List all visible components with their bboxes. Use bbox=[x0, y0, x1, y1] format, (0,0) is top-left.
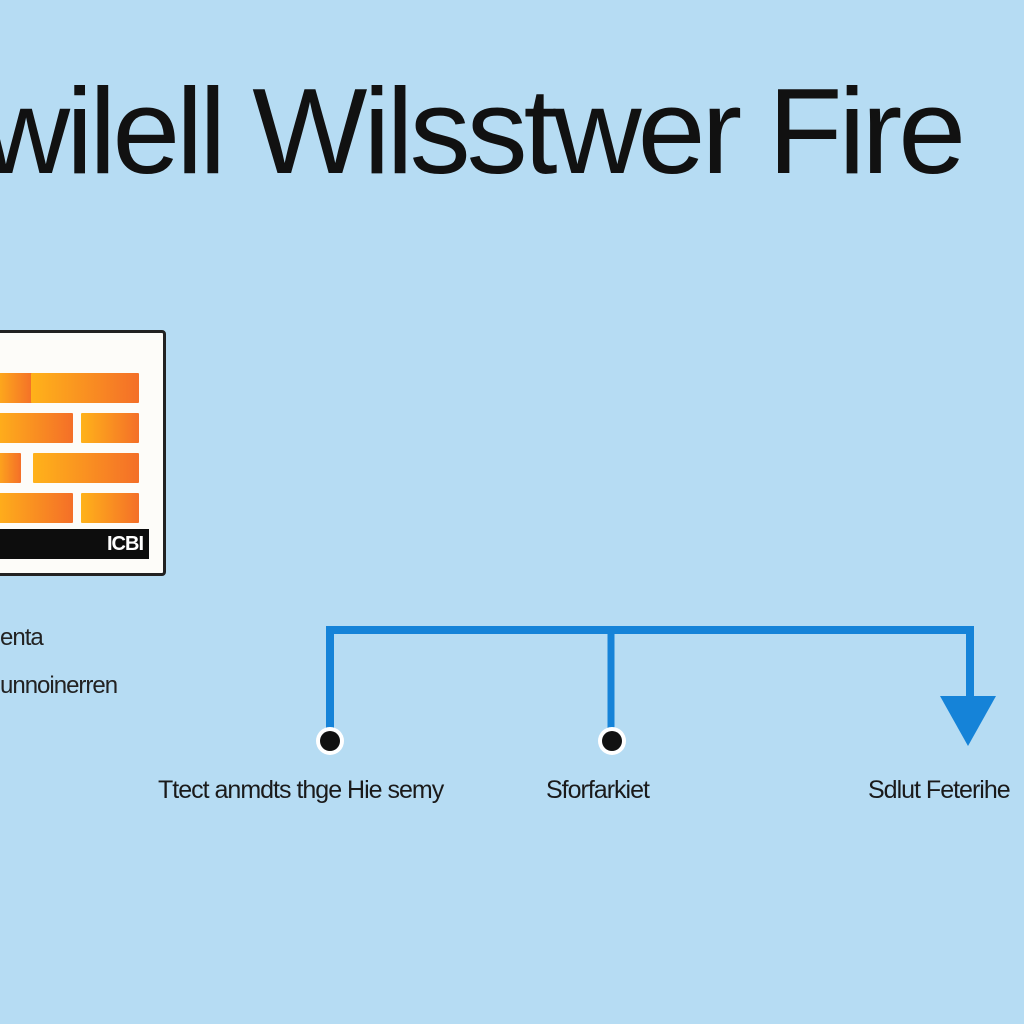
firewall-card: ICBI bbox=[0, 330, 166, 576]
brick bbox=[0, 373, 33, 403]
flow-node-dot bbox=[316, 727, 344, 755]
brick bbox=[31, 373, 139, 403]
flow-node-label-3: Sdlut Feterihe bbox=[868, 776, 1011, 804]
flow-node-label-2: Sforfarkiet bbox=[546, 776, 650, 804]
flow-main-connector bbox=[326, 626, 974, 738]
brick bbox=[81, 493, 139, 523]
arrow-down-icon bbox=[940, 696, 996, 746]
page-title: wilell Wilsstwer Fire bbox=[0, 63, 966, 199]
brick bbox=[0, 413, 73, 443]
brick bbox=[0, 493, 73, 523]
flow-node-label-1: Ttect anmdts thge Hie semy bbox=[158, 776, 444, 804]
side-text-1: enta bbox=[0, 624, 44, 651]
brick bbox=[81, 413, 139, 443]
flow-node-dot bbox=[598, 727, 626, 755]
side-text-2: unnoinerren bbox=[0, 672, 118, 699]
brick bbox=[33, 453, 139, 483]
firewall-card-label: ICBI bbox=[0, 529, 149, 559]
brick bbox=[0, 453, 21, 483]
